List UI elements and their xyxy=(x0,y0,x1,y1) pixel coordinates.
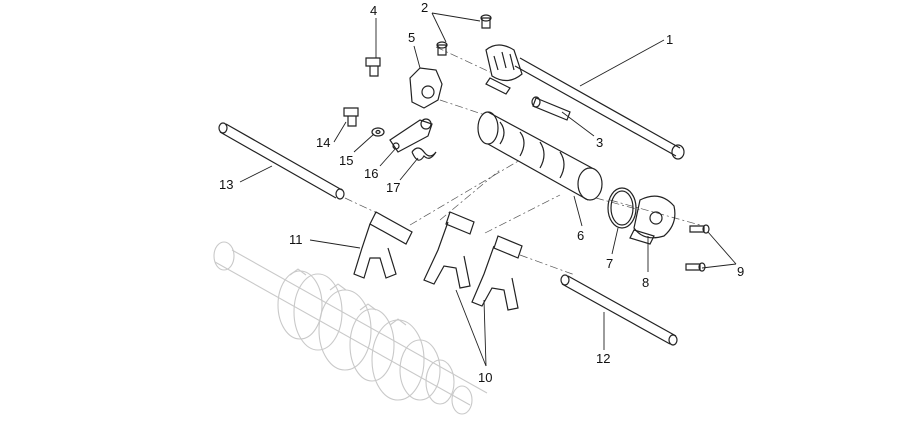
shift-forks-10 xyxy=(423,211,523,311)
callout-11: 11 xyxy=(289,232,303,247)
cover-8 xyxy=(629,195,676,245)
spring-17 xyxy=(411,147,437,161)
upper-screws xyxy=(436,14,492,56)
callout-5: 5 xyxy=(408,30,415,45)
callout-12: 12 xyxy=(596,351,610,366)
callout-9: 9 xyxy=(737,264,744,279)
pin xyxy=(531,96,571,121)
callout-8: 8 xyxy=(642,275,649,290)
gearbox-shaft-cluster xyxy=(213,241,488,415)
callout-14: 14 xyxy=(316,135,330,150)
star-cam xyxy=(409,67,443,109)
callout-6: 6 xyxy=(577,228,584,243)
callout-15: 15 xyxy=(339,153,353,168)
stopper-lever-16 xyxy=(389,118,433,153)
assembly-lines xyxy=(344,46,701,276)
callout-labels: 1 2 3 4 5 6 7 8 9 10 11 12 13 14 15 16 1… xyxy=(219,0,744,385)
o-ring-7 xyxy=(607,187,637,229)
fork-rod-13 xyxy=(218,122,345,200)
shift-fork-11 xyxy=(353,211,413,279)
callout-17: 17 xyxy=(386,180,400,195)
washer-15 xyxy=(371,127,385,137)
callout-4: 4 xyxy=(370,3,377,18)
callout-2: 2 xyxy=(421,0,428,15)
selector-drum xyxy=(477,111,603,201)
callout-13: 13 xyxy=(219,177,233,192)
callout-16: 16 xyxy=(364,166,378,181)
bolt-4 xyxy=(365,57,381,77)
fork-rod-12 xyxy=(560,274,678,346)
callout-3: 3 xyxy=(596,135,603,150)
callout-1: 1 xyxy=(666,32,673,47)
screws-9 xyxy=(685,224,710,272)
bolt-14 xyxy=(343,107,359,127)
callout-7: 7 xyxy=(606,256,613,271)
selector-shaft xyxy=(485,44,685,160)
leader-lines xyxy=(239,12,737,367)
callout-10: 10 xyxy=(478,370,492,385)
